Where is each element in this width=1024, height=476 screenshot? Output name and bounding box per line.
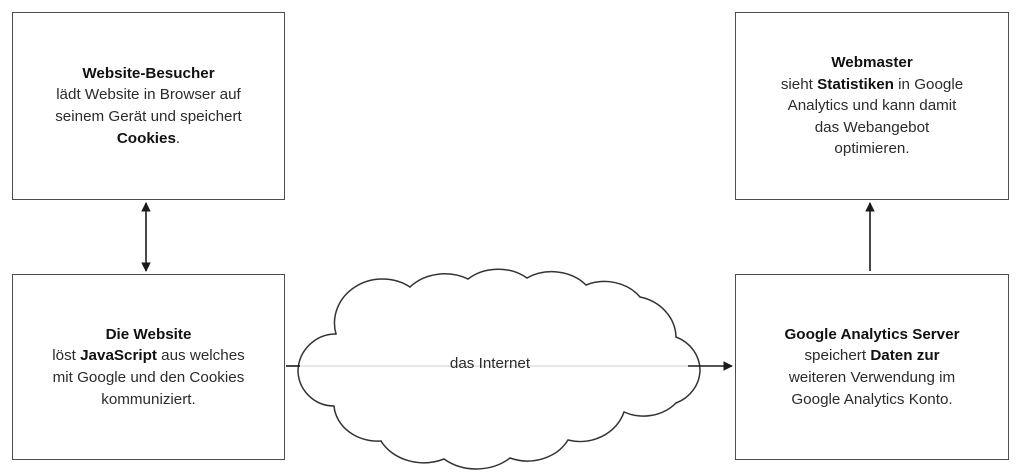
node-webmaster-line1a: sieht xyxy=(780,75,818,93)
node-google-analytics-server-text: Google Analytics Server speichert Daten … xyxy=(784,324,959,410)
node-google-analytics-server-line1a: speichert xyxy=(804,347,871,365)
node-the-website[interactable]: Die Website löst JavaScript aus welches … xyxy=(12,274,285,460)
node-the-website-line1c: aus welches xyxy=(156,347,245,365)
node-google-analytics-server-heading: Google Analytics Server xyxy=(784,325,960,343)
node-webmaster-line1c: in Google xyxy=(893,75,964,93)
node-google-analytics-server[interactable]: Google Analytics Server speichert Daten … xyxy=(735,274,1009,460)
node-webmaster-emphasis: Statistiken xyxy=(817,75,894,93)
node-google-analytics-server-emphasis: Daten zur xyxy=(870,347,940,365)
cloud-label: das Internet xyxy=(449,355,531,372)
node-webmaster-line3: das Webangebot xyxy=(814,118,930,136)
node-website-visitor-emphasis: Cookies xyxy=(116,129,176,147)
node-website-visitor-heading: Website-Besucher xyxy=(82,64,215,82)
node-google-analytics-server-line2: weiteren Verwendung im xyxy=(788,369,956,386)
node-the-website-line3: kommuniziert. xyxy=(101,390,196,408)
node-webmaster-line2: Analytics und kann damit xyxy=(787,97,957,115)
node-webmaster-heading: Webmaster xyxy=(831,54,913,72)
node-website-visitor-text: Website-Besucher lädt Website in Browser… xyxy=(55,63,242,149)
node-website-visitor-line1: lädt Website in Browser auf xyxy=(56,86,241,104)
node-the-website-line1a: löst xyxy=(52,347,81,365)
node-the-website-line2: mit Google und den Cookies xyxy=(52,369,245,386)
node-website-visitor-line2c: . xyxy=(175,129,181,147)
node-google-analytics-server-line3: Google Analytics Konto. xyxy=(791,390,953,408)
node-webmaster-line4: optimieren. xyxy=(834,140,910,158)
node-website-visitor[interactable]: Website-Besucher lädt Website in Browser… xyxy=(12,12,285,200)
node-the-website-emphasis: JavaScript xyxy=(80,347,157,365)
node-the-website-heading: Die Website xyxy=(105,325,192,343)
node-webmaster-text: Webmaster sieht Statistiken in Google An… xyxy=(781,52,963,160)
node-the-website-text: Die Website löst JavaScript aus welches … xyxy=(52,324,244,410)
node-webmaster[interactable]: Webmaster sieht Statistiken in Google An… xyxy=(735,12,1009,200)
node-website-visitor-line2a: seinem Gerät und speichert xyxy=(55,108,242,125)
